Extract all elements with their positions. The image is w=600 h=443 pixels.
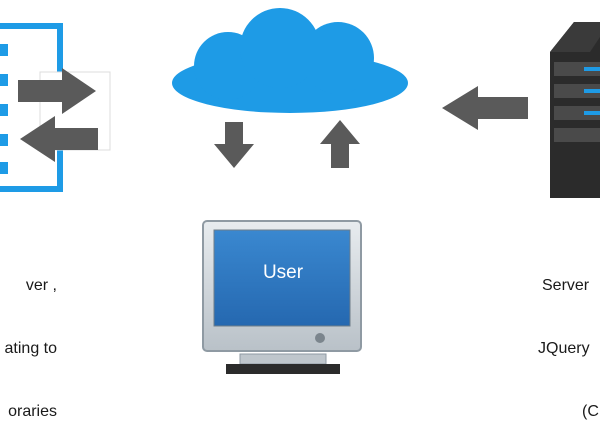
document-list-icon [0,23,111,192]
arrow-cloud-to-user [214,122,254,168]
right-server-caption: Server JQuery (C [530,233,600,443]
left-server-caption-line: ver , [25,277,57,294]
cloud-icon [172,8,408,113]
user-label: User [262,262,304,283]
right-server-caption-line: Server [542,277,590,294]
left-server-caption-line: oraries [8,403,57,420]
left-server-caption: ver , ating to oraries [5,233,57,443]
arrow-to-left-server [18,68,96,114]
monitor-icon [202,220,362,374]
arrow-server-to-cloud [442,86,528,130]
right-server-caption-line: JQuery [538,340,590,357]
right-server-caption-line: (C [582,403,599,420]
arrow-from-left-server [20,116,98,162]
left-server-caption-line: ating to [4,340,57,357]
arrow-user-to-cloud [320,120,360,168]
server-rack-icon [550,22,600,198]
